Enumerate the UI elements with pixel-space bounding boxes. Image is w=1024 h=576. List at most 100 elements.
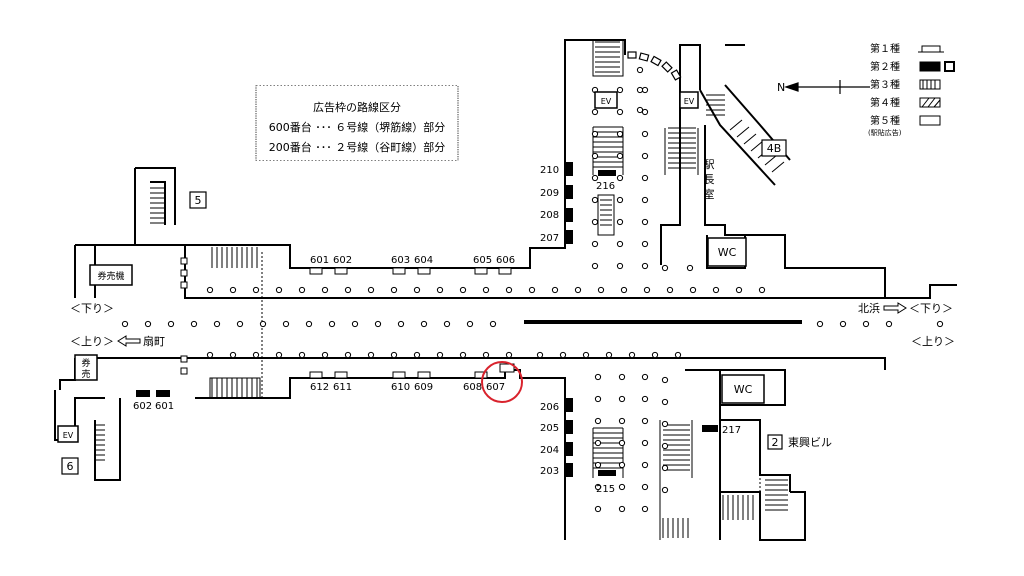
pillar <box>636 66 644 74</box>
pillar <box>206 351 214 359</box>
pillar <box>862 320 870 328</box>
exit-boxes <box>61 139 787 475</box>
pillar <box>436 351 444 359</box>
pillar <box>641 262 649 270</box>
key-4: 第４種 <box>870 96 900 109</box>
pillar <box>641 196 649 204</box>
pillar <box>594 439 602 447</box>
pillar <box>505 351 513 359</box>
highlight-circle <box>481 361 523 403</box>
ticket-short-2: 売 <box>81 368 90 380</box>
pillar <box>661 464 669 472</box>
pillar <box>661 398 669 406</box>
pillar <box>591 218 599 226</box>
pillar <box>651 351 659 359</box>
small-frames-left <box>180 257 188 375</box>
ad-601-top: 601 <box>310 255 329 266</box>
pillar <box>591 152 599 160</box>
pillar <box>618 417 626 425</box>
pillar <box>591 262 599 270</box>
pillar <box>591 240 599 248</box>
pillar <box>616 262 624 270</box>
pillar <box>482 286 490 294</box>
curved-ad-frames <box>627 51 682 81</box>
ad-611: 611 <box>333 382 352 393</box>
ad-207: 207 <box>540 233 559 244</box>
pillar <box>594 461 602 469</box>
legend-line-2: 200番台 ･･･ ２号線（谷町線）部分 <box>269 140 446 154</box>
pillar <box>482 351 490 359</box>
pillar <box>559 351 567 359</box>
ad-608: 608 <box>463 382 482 393</box>
pillar <box>616 86 624 94</box>
pillar <box>661 420 669 428</box>
ad-206: 206 <box>540 402 559 413</box>
ad-208: 208 <box>540 210 559 221</box>
pillar <box>735 286 743 294</box>
pillar <box>275 286 283 294</box>
ad-210: 210 <box>540 165 559 176</box>
ad-602-bottom: 602 <box>133 401 152 412</box>
building-label: 東興ビル <box>788 436 832 449</box>
pillar <box>236 320 244 328</box>
pillar <box>641 395 649 403</box>
key-5-note: (駅貼広告) <box>868 128 902 137</box>
ev-label-2: EV <box>684 97 695 106</box>
pillar <box>594 373 602 381</box>
dir-up-left: ＜上り＞ <box>70 335 114 348</box>
pillar <box>885 320 893 328</box>
ad-205: 205 <box>540 423 559 434</box>
pillar <box>616 174 624 182</box>
pillar <box>641 439 649 447</box>
pillar <box>213 320 221 328</box>
ad-603: 603 <box>391 255 410 266</box>
pillar <box>636 106 644 114</box>
pillar <box>758 286 766 294</box>
pillar <box>344 351 352 359</box>
ad-609: 609 <box>414 382 433 393</box>
pillar <box>616 218 624 226</box>
pillar <box>144 320 152 328</box>
pillar <box>351 320 359 328</box>
pillar <box>413 351 421 359</box>
pillar <box>390 286 398 294</box>
pillar <box>641 108 649 116</box>
pillar <box>641 483 649 491</box>
pillar <box>574 286 582 294</box>
ticket-short-1: 券 <box>81 357 90 369</box>
wc-boxes <box>707 237 765 404</box>
pillar <box>616 240 624 248</box>
pillar <box>641 373 649 381</box>
stationmaster-1: 駅 <box>704 158 715 171</box>
pillar <box>618 483 626 491</box>
ad-612: 612 <box>310 382 329 393</box>
ad-600-frames <box>309 267 515 379</box>
pillar <box>536 351 544 359</box>
pillar <box>641 417 649 425</box>
pillar <box>367 351 375 359</box>
ad-604: 604 <box>414 255 433 266</box>
dir-up-right: ＜上り＞ <box>911 335 955 348</box>
pillar <box>643 286 651 294</box>
ev-label-1: EV <box>601 97 612 106</box>
pillar <box>305 320 313 328</box>
dir-kitahama: 北浜 <box>858 302 880 315</box>
ticket-boxes <box>74 264 133 381</box>
pillar <box>489 320 497 328</box>
pillar <box>605 351 613 359</box>
pillar <box>229 286 237 294</box>
pillar <box>505 286 513 294</box>
pillar <box>229 351 237 359</box>
pillar <box>661 376 669 384</box>
pillar <box>661 442 669 450</box>
pillar <box>206 286 214 294</box>
pillar <box>712 286 720 294</box>
pillar <box>275 351 283 359</box>
compass-label: N <box>777 81 785 94</box>
pillar <box>298 286 306 294</box>
pillar <box>594 505 602 513</box>
pillar <box>641 86 649 94</box>
pillar <box>551 286 559 294</box>
ad-209: 209 <box>540 188 559 199</box>
pillar <box>661 486 669 494</box>
